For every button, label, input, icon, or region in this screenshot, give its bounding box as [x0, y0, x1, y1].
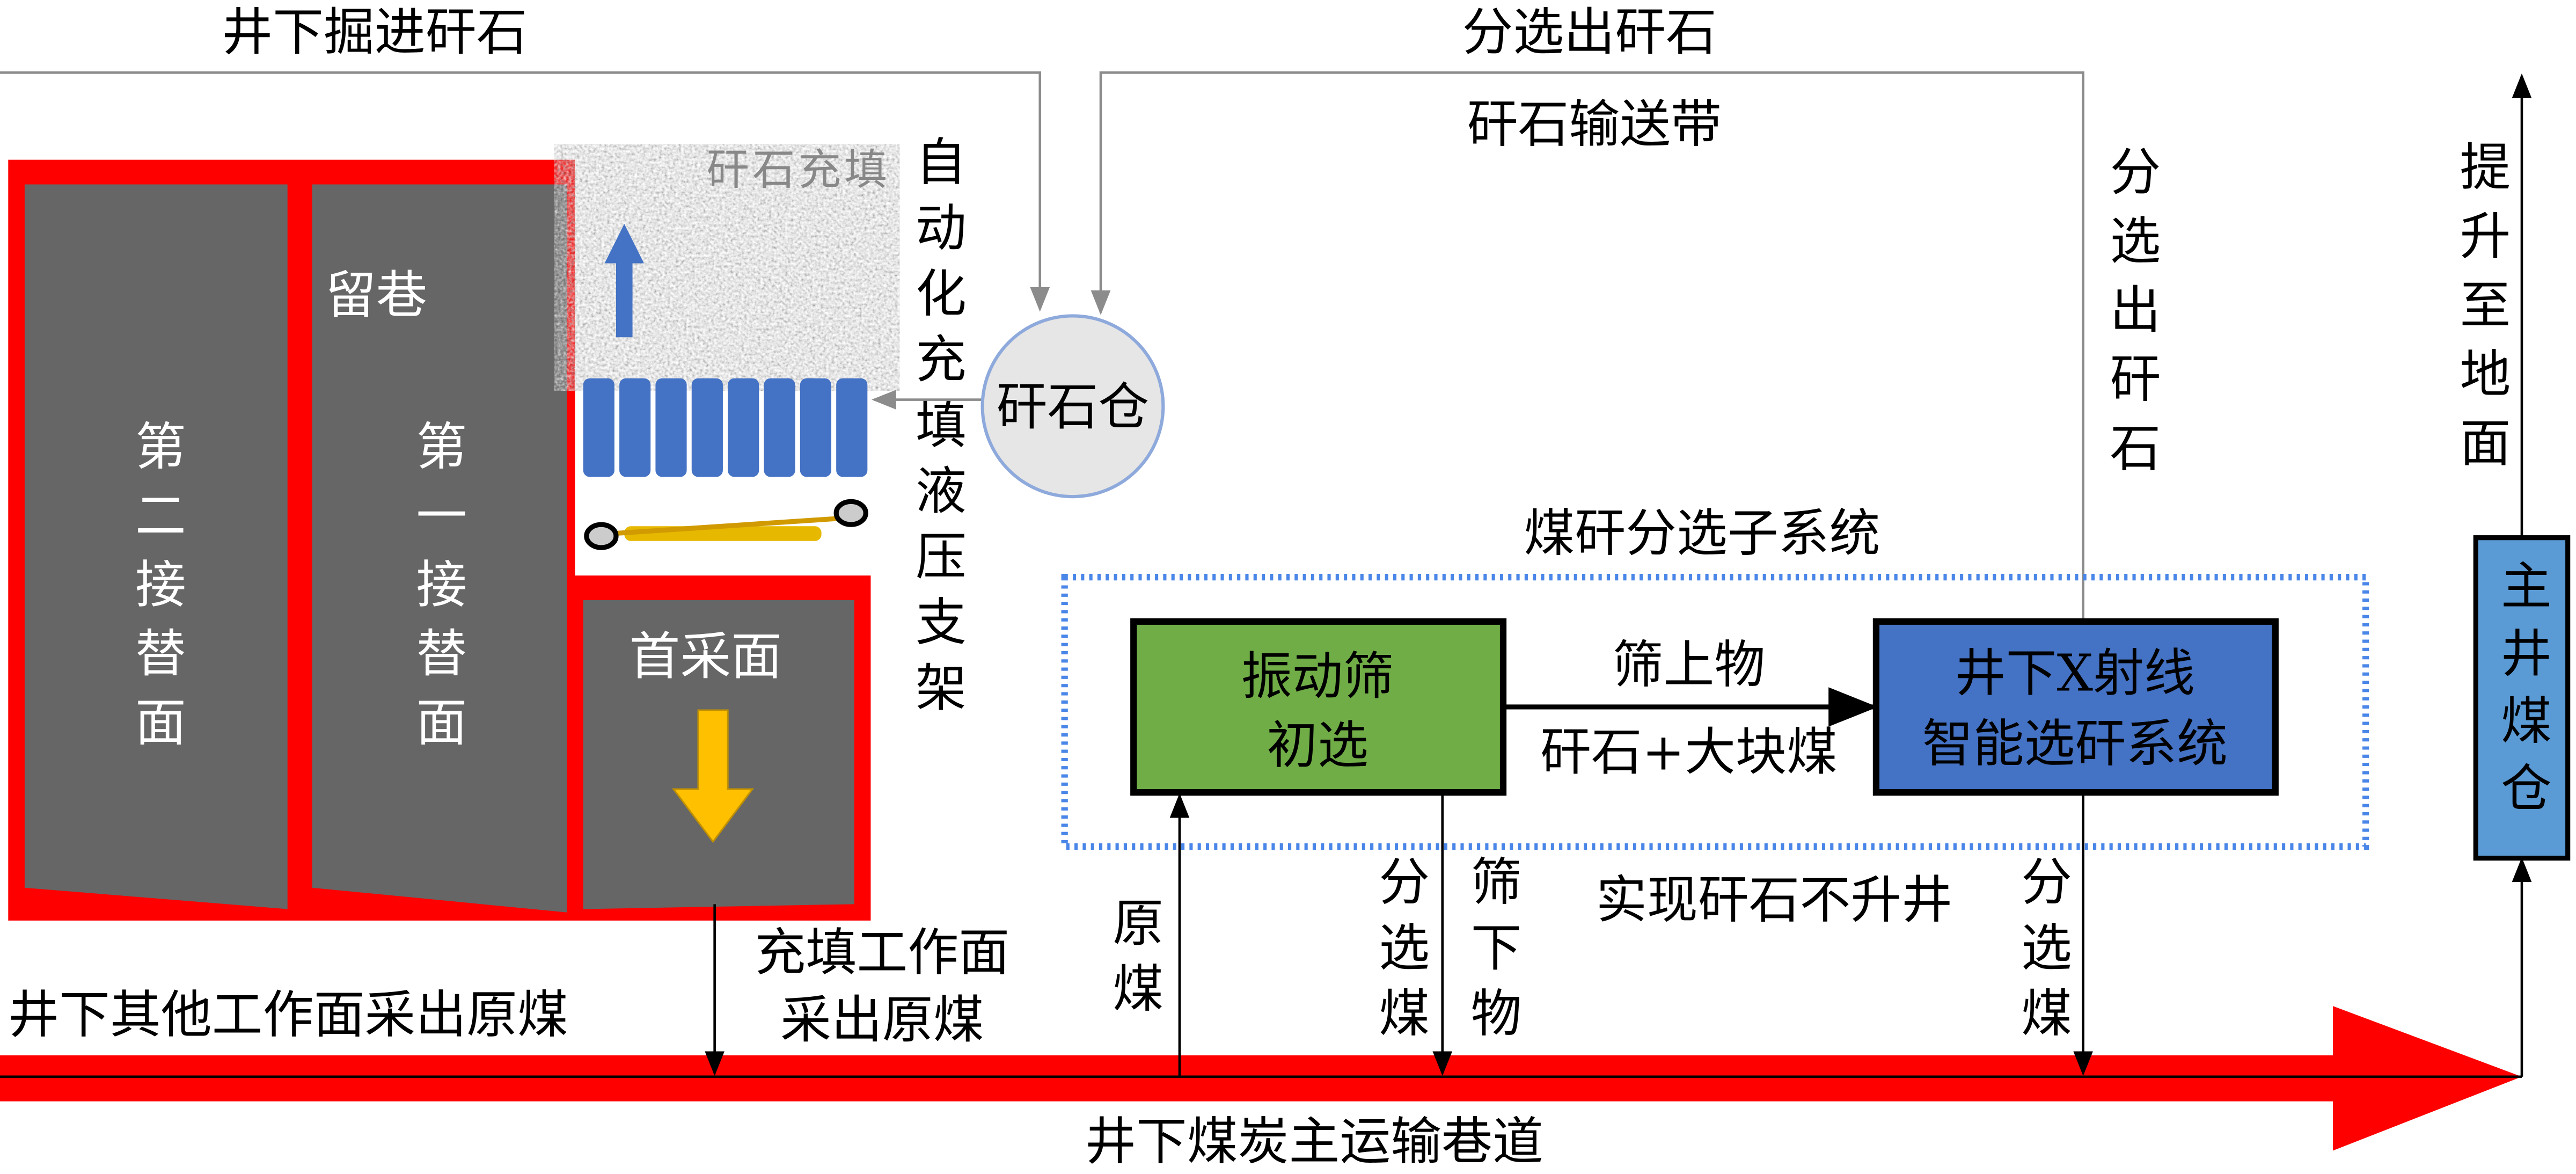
- shearer-icon: [584, 499, 868, 550]
- vibrating-screen-box: [1130, 618, 1507, 796]
- sorted-coal-label-1: 分选煤: [1370, 855, 1429, 1052]
- sorted-coal-label-2: 分选煤: [2012, 855, 2072, 1052]
- gangue-bin-label: 矸石仓: [997, 377, 1150, 436]
- fill-face-label-1: 充填工作面: [755, 923, 1009, 982]
- fill-face-label-2: 采出原煤: [780, 990, 984, 1049]
- main-conveyor-arrow: [0, 1006, 2522, 1151]
- xray-sorting-box: [1872, 618, 2279, 796]
- hydraulic-supports: [583, 378, 868, 477]
- lift-label: 提升至地面: [2451, 140, 2510, 485]
- backfill-label: 矸石充填: [706, 145, 890, 195]
- first-replacement-face-panel: [312, 184, 567, 913]
- second-face-label: 第二接替面: [127, 419, 186, 764]
- first-mined-face-label: 首采面: [629, 628, 782, 687]
- retained-roadway-label: 留巷: [325, 266, 427, 325]
- raw-coal-label: 原煤: [1104, 896, 1163, 1027]
- undersize-label: 筛下物: [1462, 855, 1521, 1052]
- subsystem-title: 煤矸分选子系统: [1524, 504, 1880, 563]
- backfill-up-arrow-icon: [604, 223, 644, 338]
- tunneling-gangue-label: 井下掘进矸石: [222, 3, 527, 62]
- gangue-bin: [980, 314, 1165, 499]
- oversize-content-label: 矸石+大块煤: [1540, 723, 1838, 782]
- main-roadway-label: 井下煤炭主运输巷道: [1085, 1112, 1543, 1171]
- subsystem-boundary: [1061, 574, 2369, 850]
- no-lift-label: 实现矸石不升井: [1596, 871, 1952, 930]
- tunneling-gangue-line: [0, 71, 1050, 312]
- gangue-conveyor-label: 矸石输送带: [1467, 95, 1722, 154]
- xray-sorting-label-2: 智能选矸系统: [1922, 714, 2228, 774]
- oversize-label: 筛上物: [1613, 636, 1766, 695]
- sorted-gangue-vertical-label: 分选出矸石: [2101, 145, 2160, 490]
- second-replacement-face-panel: [24, 184, 288, 909]
- vibrating-screen-label-2: 初选: [1267, 716, 1368, 775]
- first-face-label: 第一接替面: [407, 419, 466, 764]
- main-shaft-bin: [2473, 535, 2571, 861]
- sorted-gangue-conveyor-line: [1091, 71, 2084, 622]
- main-bin-label: 主井煤仓: [2492, 559, 2551, 828]
- sorted-gangue-label: 分选出矸石: [1462, 3, 1716, 62]
- advance-arrow-icon: [672, 709, 755, 843]
- vibrating-screen-label-1: 振动筛: [1241, 647, 1394, 706]
- hydraulic-support-label: 自动化充填液压支架: [907, 135, 966, 727]
- other-faces-label: 井下其他工作面采出原煤: [8, 986, 568, 1045]
- xray-sorting-label-1: 井下X射线: [1955, 644, 2195, 703]
